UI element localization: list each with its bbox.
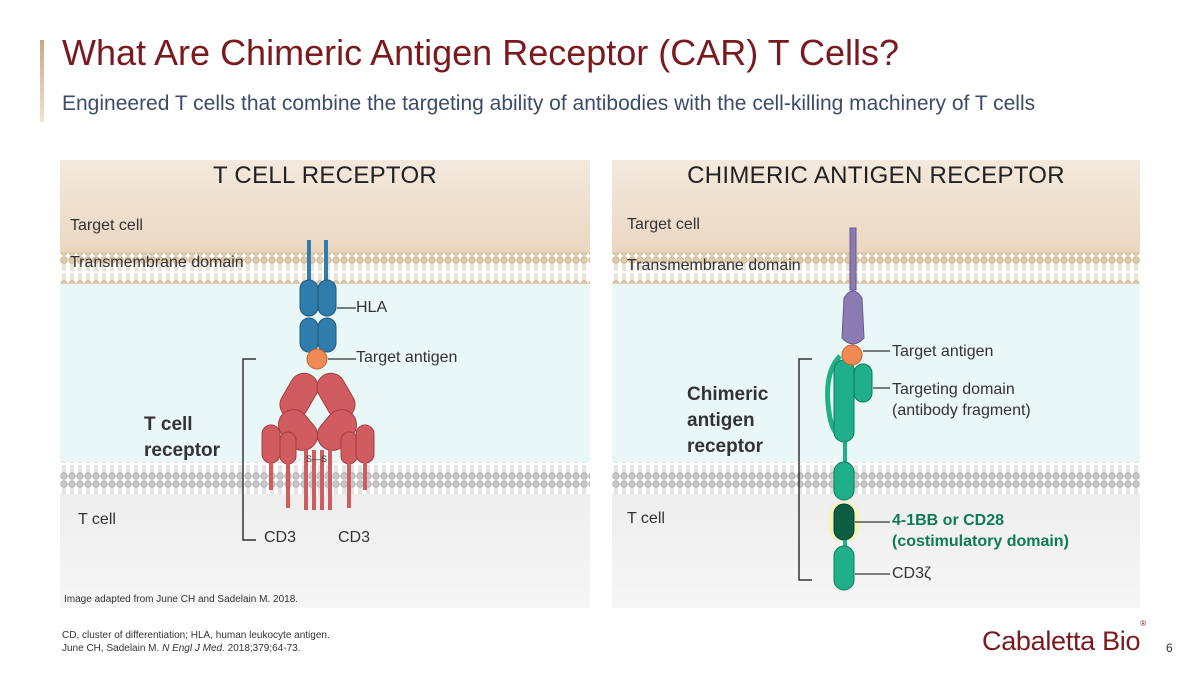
car-target-molecule <box>841 227 865 345</box>
costim-domain <box>833 503 855 541</box>
target-antigen-dot <box>306 348 328 370</box>
car-target-cell-label: Target cell <box>627 216 700 233</box>
car-transmembrane-label: Transmembrane domain <box>627 257 801 274</box>
tcr-panel: T CELL RECEPTOR Target cell Transmembran… <box>60 160 590 608</box>
costim-domain-label: 4-1BB or CD28 (costimulatory domain) <box>892 512 1069 550</box>
page-subtitle: Engineered T cells that combine the targ… <box>62 92 1036 115</box>
t-cell-membrane <box>60 462 590 494</box>
car-molecule <box>825 354 873 591</box>
footnote-reference: June CH, Sadelain M. N Engl J Med. 2018;… <box>62 643 301 654</box>
page-number: 6 <box>1166 641 1173 655</box>
target-cell-label: Target cell <box>70 217 143 234</box>
hla-label: HLA <box>356 299 388 316</box>
tcr-bracket <box>242 358 256 541</box>
hla-molecule <box>299 240 337 353</box>
cd3-zeta-label: CD3ζ <box>892 565 932 582</box>
targeting-domain-label: Targeting domain (antibody fragment) <box>892 381 1031 419</box>
cabaletta-bio-logo: Cabaletta Bio® <box>982 619 1146 656</box>
disulfide-label: S—S <box>306 454 328 464</box>
tcr-label: T cell receptor <box>144 414 221 461</box>
car-illustration <box>612 160 1140 608</box>
car-target-antigen-dot <box>841 344 863 366</box>
car-target-membrane <box>612 252 1140 284</box>
car-t-cell-membrane <box>612 462 1140 494</box>
car-target-antigen-label: Target antigen <box>892 343 994 360</box>
car-t-cell-label: T cell <box>627 510 665 527</box>
car-heading: CHIMERIC ANTIGEN RECEPTOR <box>687 162 1065 189</box>
car-bracket <box>798 358 812 581</box>
car-panel: CHIMERIC ANTIGEN RECEPTOR Target cell Tr… <box>612 160 1140 608</box>
tcr-illustration <box>60 160 590 608</box>
title-accent-bar <box>40 40 44 122</box>
footnote-abbreviations: CD, cluster of differentiation; HLA, hum… <box>62 630 330 641</box>
car-label: Chimeric antigen receptor <box>687 384 769 457</box>
tcr-complex <box>261 372 375 510</box>
cd3-label-right: CD3 <box>338 529 371 546</box>
transmembrane-label: Transmembrane domain <box>70 254 244 271</box>
t-cell-label: T cell <box>78 511 116 528</box>
tcr-heading: T CELL RECEPTOR <box>212 162 438 189</box>
image-credit: Image adapted from June CH and Sadelain … <box>64 594 299 605</box>
page-title: What Are Chimeric Antigen Receptor (CAR)… <box>62 32 899 73</box>
target-antigen-label: Target antigen <box>356 349 458 366</box>
cd3-label-left: CD3 <box>264 529 297 546</box>
